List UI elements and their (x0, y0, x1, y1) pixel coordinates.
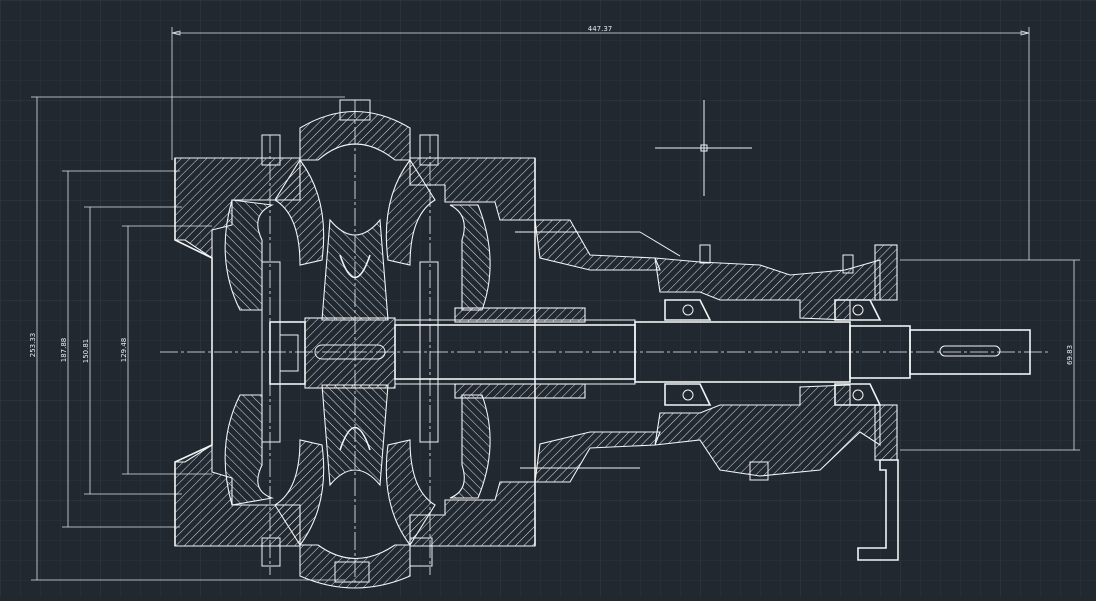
cad-crosshair-cursor (655, 100, 752, 196)
dim-text-casing-height: 150.81 (82, 339, 90, 364)
dim-text-overall-height: 253.33 (29, 333, 37, 358)
dim-text-overall-length: 447.37 (588, 25, 613, 33)
dimension-flange-height: 187.88 (60, 170, 180, 528)
dimension-shaft-end-height: 69.83 (900, 259, 1080, 451)
dim-text-impeller-height: 129.48 (120, 338, 128, 363)
dimension-overall-height: 253.33 (29, 96, 345, 581)
dim-text-flange-height: 187.88 (60, 338, 68, 363)
dimension-casing-height: 150.81 (82, 206, 182, 495)
support-foot (857, 459, 899, 561)
bearing-housing (654, 244, 898, 481)
leader-lines (515, 231, 681, 469)
dim-text-shaft-end-height: 69.83 (1066, 345, 1074, 365)
dimension-overall-length: 447.37 (171, 25, 1030, 260)
pump-casing (174, 99, 536, 589)
shaft (314, 321, 1031, 383)
seal-housing (269, 219, 661, 483)
